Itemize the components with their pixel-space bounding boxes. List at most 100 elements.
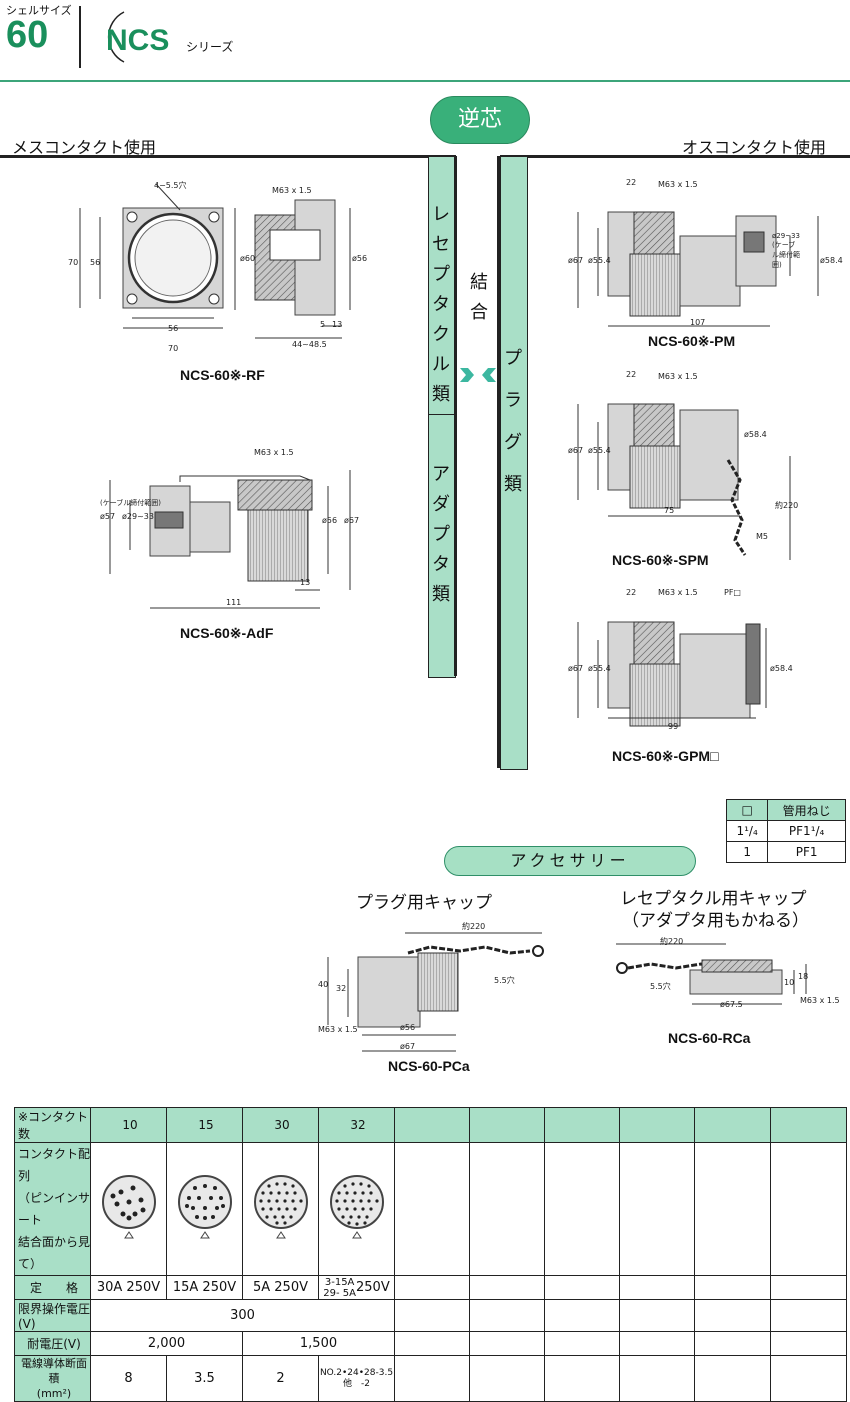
adf-d2933-dim: ø29~33 [122, 512, 154, 521]
category-char: 類 [432, 584, 450, 605]
pm-drawing [577, 211, 819, 327]
gpm-len-dim: 99 [668, 722, 679, 731]
empty-cell [469, 1355, 545, 1402]
adf-section [237, 479, 313, 511]
rating-label: 定 格 [14, 1275, 91, 1300]
adapter-category-text: ア ダ プ タ 類 [427, 460, 455, 610]
accessory-badge: アクセサリー [444, 846, 696, 876]
pm-thread-dim: M63 x 1.5 [658, 180, 698, 189]
category-char: レ [432, 204, 450, 225]
empty-cell [619, 1142, 695, 1276]
pca-ring-end [532, 945, 544, 957]
empty-cell [694, 1355, 771, 1402]
layout-label-line: （ピンインサート [18, 1191, 91, 1227]
rf-outer-h-dim: 70 [68, 258, 79, 267]
layout-10 [90, 1142, 167, 1276]
layout-15 [166, 1142, 243, 1276]
table-row: 1 PF1 [725, 841, 846, 863]
empty-cell [694, 1299, 771, 1332]
empty-cell [619, 1275, 695, 1300]
spm-d554-dim: ø55.4 [588, 446, 611, 455]
spec-table: ※コンタクト数 10 15 30 32 コンタクト配列 （ピンインサート 結合面… [14, 1107, 847, 1402]
layout-30 [242, 1142, 319, 1276]
rf-inner-w-dim: 56 [168, 324, 179, 333]
category-char: 類 [504, 474, 522, 495]
pm-clamp-screw [743, 231, 765, 253]
adf-thread-dim: M63 x 1.5 [254, 448, 294, 457]
spm-drawing [577, 403, 791, 560]
contacts-30: 30 [242, 1107, 319, 1143]
pipe-table-header: □ 管用ねじ [725, 799, 846, 821]
area-label-line: (mm²) [36, 1387, 72, 1400]
empty-cell [544, 1355, 620, 1402]
empty-cell [770, 1275, 847, 1300]
contacts-15: 15 [166, 1107, 243, 1143]
pca-thread-dim: M63 x 1.5 [318, 1025, 358, 1034]
rf-outer-w-dim: 70 [168, 344, 179, 353]
withstand-value-2: 1,500 [242, 1331, 395, 1356]
empty-cell [394, 1331, 470, 1356]
rf-depth-dim: 44~48.5 [292, 340, 327, 349]
rca-h10-dim: 10 [784, 978, 795, 987]
pm-len-dim: 107 [690, 318, 706, 327]
rating-32-volt: 250V [356, 1280, 390, 1295]
rf-holes-dim: 4−5.5穴 [154, 181, 187, 190]
rf-contact [269, 229, 321, 261]
pca-drawing [327, 932, 544, 1052]
series-suffix: シリーズ [186, 40, 234, 54]
area-row: 電線導体断面積 (mm²) 8 3.5 2 NO.2•24•28-3.5 他 -… [14, 1355, 847, 1402]
adf-clamp-screw [154, 511, 184, 529]
voltage-label: 限界操作電圧(V) [14, 1299, 91, 1332]
gpm-d584-dim: ø58.4 [770, 664, 793, 673]
category-char: ク [432, 324, 450, 345]
category-char: セ [432, 234, 450, 255]
adf-caption: NCS-60※-AdF [180, 625, 274, 641]
rating-row: 定 格 30A 250V 15A 250V 5A 250V 3-15A 29- … [14, 1275, 847, 1300]
rf-inner-h-dim: 56 [90, 258, 101, 267]
gpm-d22-dim: 22 [626, 588, 637, 597]
rca-hole-dim: 5.5穴 [650, 982, 671, 991]
pca-h40-dim: 40 [318, 980, 329, 989]
pipe-table-col-symbol: □ [725, 799, 769, 821]
empty-cell [694, 1275, 771, 1300]
layout-label: コンタクト配列 （ピンインサート 結合面から見て） [14, 1142, 91, 1276]
adf-d56-dim: ø56 [322, 516, 338, 525]
pm-clamp-dim: ø29~33 (ケーブル締付範囲) [772, 232, 800, 269]
rf-dia2-dim: ø56 [352, 254, 368, 263]
pm-d584-dim: ø58.4 [820, 256, 843, 265]
rating-32-top: 3-15A [324, 1276, 355, 1288]
empty-cell [770, 1355, 847, 1402]
empty-cell [619, 1355, 695, 1402]
rf-d5-dim: 5 [320, 320, 326, 329]
rf-caption: NCS-60※-RF [180, 367, 265, 383]
pm-caption: NCS-60※-PM [648, 333, 736, 349]
rec-cap-title-2: （アダプタ用もかねる） [622, 911, 809, 931]
gpm-d67-dim: ø67 [568, 664, 584, 673]
rf-mount-hole [208, 293, 220, 305]
left-divider [0, 155, 456, 158]
withstand-label: 耐電圧(V) [14, 1331, 91, 1356]
withstand-row: 耐電圧(V) 2,000 1,500 [14, 1331, 847, 1356]
category-char: プ [504, 348, 522, 369]
pm-d67-dim: ø67 [568, 256, 584, 265]
rca-drawing [616, 943, 807, 1005]
area-10: 8 [90, 1355, 167, 1402]
empty-cell [394, 1355, 470, 1402]
spm-d584-dim: ø58.4 [744, 430, 767, 439]
contacts-row: ※コンタクト数 10 15 30 32 [14, 1107, 847, 1143]
gpm-drawing [577, 621, 767, 727]
pm-d22-dim: 22 [626, 178, 637, 187]
empty-cell [544, 1275, 620, 1300]
category-char: ル [432, 354, 450, 375]
layout-label-line: 結合面から見て） [18, 1235, 91, 1271]
empty-cell [694, 1142, 771, 1276]
empty-cell [469, 1299, 545, 1332]
voltage-value: 300 [90, 1299, 395, 1332]
pipe-thread-table: □ 管用ねじ 1¹/₄ PF1¹/₄ 1 PF1 [725, 799, 846, 863]
category-char: グ [504, 432, 522, 453]
pm-coupling-ring [629, 253, 681, 317]
empty-cell [694, 1331, 771, 1356]
area-30: 2 [242, 1355, 319, 1402]
pm-d554-dim: ø55.4 [588, 256, 611, 265]
category-char: ダ [432, 494, 450, 515]
